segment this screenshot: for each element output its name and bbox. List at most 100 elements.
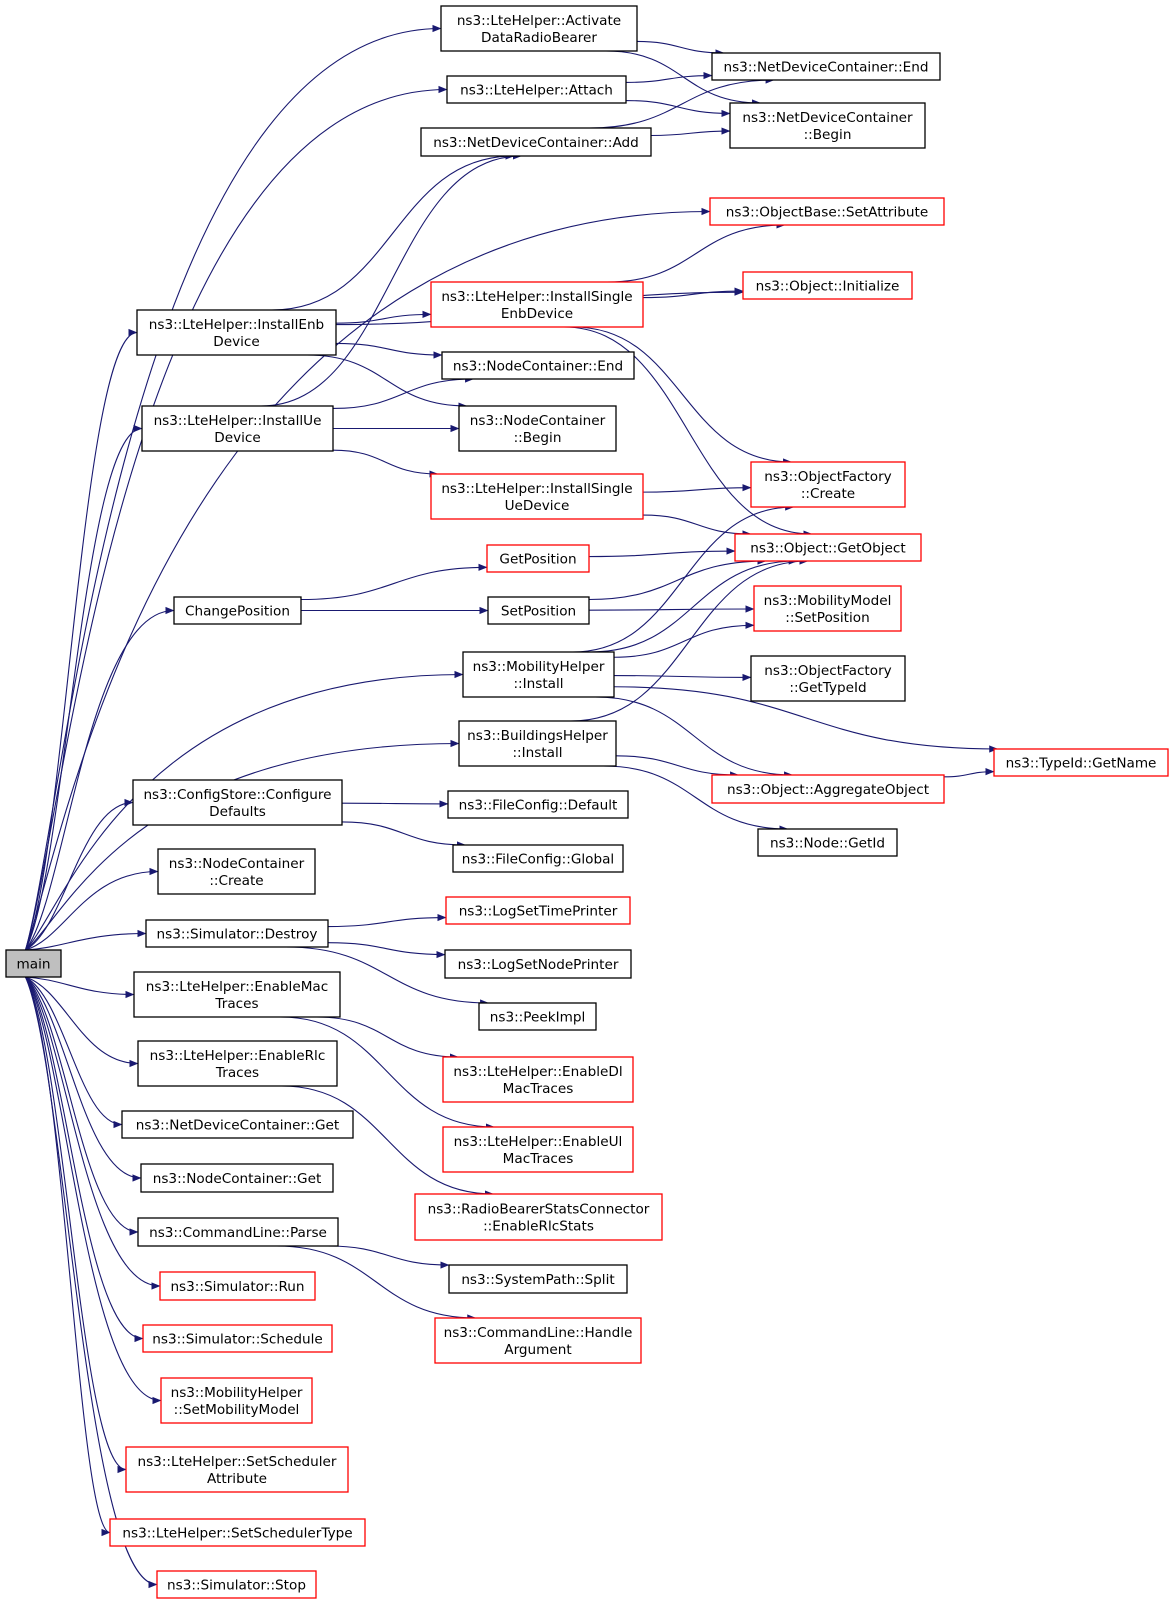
node-label: ns3::LteHelper::SetScheduler (137, 1454, 336, 1470)
node-obj-set-attr[interactable]: ns3::ObjectBase::SetAttribute (709, 197, 945, 226)
edge-main-to-sim-stop (24, 976, 158, 1589)
node-label: ns3::NodeContainer (169, 856, 305, 872)
edge-main-to-inst-enb (24, 328, 138, 951)
node-nc-get[interactable]: ns3::NodeContainer::Get (140, 1163, 334, 1193)
nodes-layer: main ns3::LteHelper::ActivateDataRadioBea… (5, 5, 1169, 1599)
node-label: DataRadioBearer (481, 30, 597, 46)
edge-bh-install-to-get-object (570, 557, 809, 722)
node-rbsc-enable[interactable]: ns3::RadioBearerStatsConnector::EnableRl… (414, 1193, 663, 1241)
node-sim-stop[interactable]: ns3::Simulator::Stop (156, 1570, 317, 1599)
edge-bh-install-to-node-get-id (603, 765, 789, 833)
node-box (486, 544, 590, 573)
node-node-get-id[interactable]: ns3::Node::GetId (757, 828, 898, 857)
edge-inst-enb-to-ndc-add (271, 152, 515, 311)
node-fc-global[interactable]: ns3::FileConfig::Global (452, 844, 624, 873)
node-label: ns3::NetDeviceContainer::End (723, 60, 928, 76)
edge-main-to-attach (24, 85, 448, 951)
edge-mh-install-to-get-object (589, 557, 798, 653)
node-cl-parse[interactable]: ns3::CommandLine::Parse (137, 1217, 339, 1247)
node-nc-begin[interactable]: ns3::NodeContainer::Begin (458, 405, 617, 452)
node-box (742, 271, 913, 300)
node-label: ::Install (512, 745, 562, 761)
node-get-pos[interactable]: GetPosition (486, 544, 590, 573)
node-nc-end[interactable]: ns3::NodeContainer::End (441, 351, 635, 380)
node-log-node[interactable]: ns3::LogSetNodePrinter (444, 949, 632, 979)
edge-cs-configure-to-fc-default (341, 800, 449, 808)
node-label: ns3::FileConfig::Default (459, 798, 618, 814)
node-ndc-end[interactable]: ns3::NetDeviceContainer::End (711, 52, 941, 81)
node-sim-destroy[interactable]: ns3::Simulator::Destroy (145, 919, 329, 948)
node-mh-set-mob[interactable]: ns3::MobilityHelper::SetMobilityModel (160, 1377, 313, 1424)
edge-main-to-nc-create (25, 867, 159, 951)
node-box (757, 828, 898, 857)
node-agg-obj[interactable]: ns3::Object::AggregateObject (711, 774, 945, 804)
node-sp-split[interactable]: ns3::SystemPath::Split (448, 1264, 628, 1294)
node-set-pos[interactable]: SetPosition (487, 596, 590, 625)
node-label: MacTraces (503, 1151, 574, 1167)
node-change-pos[interactable]: ChangePosition (173, 596, 302, 625)
node-ndc-get[interactable]: ns3::NetDeviceContainer::Get (121, 1110, 354, 1139)
node-ndc-begin[interactable]: ns3::NetDeviceContainer::Begin (729, 102, 926, 149)
node-mh-install[interactable]: ns3::MobilityHelper::Install (462, 651, 615, 698)
node-label: ns3::MobilityHelper (171, 1385, 303, 1401)
node-ndc-add[interactable]: ns3::NetDeviceContainer::Add (420, 127, 652, 157)
edge-ndc-add-to-ndc-begin (650, 127, 731, 137)
node-of-create[interactable]: ns3::ObjectFactory::Create (750, 461, 906, 508)
node-set-sched-type[interactable]: ns3::LteHelper::SetSchedulerType (109, 1518, 366, 1547)
node-box (414, 1193, 663, 1241)
node-label: ns3::LteHelper::Activate (457, 13, 621, 29)
node-log-time[interactable]: ns3::LogSetTimePrinter (445, 896, 631, 925)
node-nc-create[interactable]: ns3::NodeContainer::Create (157, 848, 316, 895)
node-label: ns3::Object::AggregateObject (727, 782, 929, 798)
node-label: Defaults (209, 804, 266, 820)
node-of-type-id[interactable]: ns3::ObjectFactory::GetTypeId (750, 655, 906, 702)
node-bh-install[interactable]: ns3::BuildingsHelper::Install (458, 720, 617, 767)
node-main[interactable]: main (5, 949, 62, 978)
node-get-object[interactable]: ns3::Object::GetObject (734, 533, 922, 562)
edge-mh-install-to-of-create (572, 503, 795, 653)
node-label: ns3::Node::GetId (770, 836, 885, 852)
node-box (753, 585, 902, 632)
node-box (452, 844, 624, 873)
node-box (125, 1446, 349, 1493)
node-label: SetPosition (501, 604, 576, 620)
node-box (478, 1002, 597, 1031)
node-sim-schedule[interactable]: ns3::Simulator::Schedule (142, 1324, 333, 1353)
node-label: ns3::SystemPath::Split (461, 1272, 614, 1288)
node-sim-run[interactable]: ns3::Simulator::Run (159, 1271, 316, 1301)
node-box (145, 919, 329, 948)
node-type-get-name[interactable]: ns3::TypeId::GetName (993, 748, 1169, 777)
node-label: ns3::Simulator::Stop (167, 1578, 306, 1594)
node-peek-impl[interactable]: ns3::PeekImpl (478, 1002, 597, 1031)
node-label: ns3::NodeContainer::End (453, 359, 623, 375)
node-label: ns3::PeekImpl (490, 1010, 585, 1026)
node-box (430, 473, 644, 520)
node-label: ns3::Object::Initialize (756, 279, 900, 295)
edge-attach-to-ndc-end (625, 71, 713, 83)
node-label: Argument (504, 1342, 571, 1358)
edge-main-to-mh-set-mob (25, 976, 162, 1405)
edge-inst-single-enb-to-obj-set-attr (607, 221, 786, 283)
edge-main-to-nc-get (25, 976, 142, 1182)
edge-inst-ue-to-nc-end (332, 375, 475, 410)
node-fc-default[interactable]: ns3::FileConfig::Default (447, 790, 629, 819)
node-box (140, 1163, 334, 1193)
node-box (711, 52, 941, 81)
node-obj-init[interactable]: ns3::Object::Initialize (742, 271, 913, 300)
node-attach[interactable]: ns3::LteHelper::Attach (446, 75, 627, 104)
node-label: ns3::TypeId::GetName (1006, 756, 1157, 772)
node-mm-set-pos[interactable]: ns3::MobilityModel::SetPosition (753, 585, 902, 632)
node-label: ns3::LteHelper::Attach (460, 83, 613, 99)
